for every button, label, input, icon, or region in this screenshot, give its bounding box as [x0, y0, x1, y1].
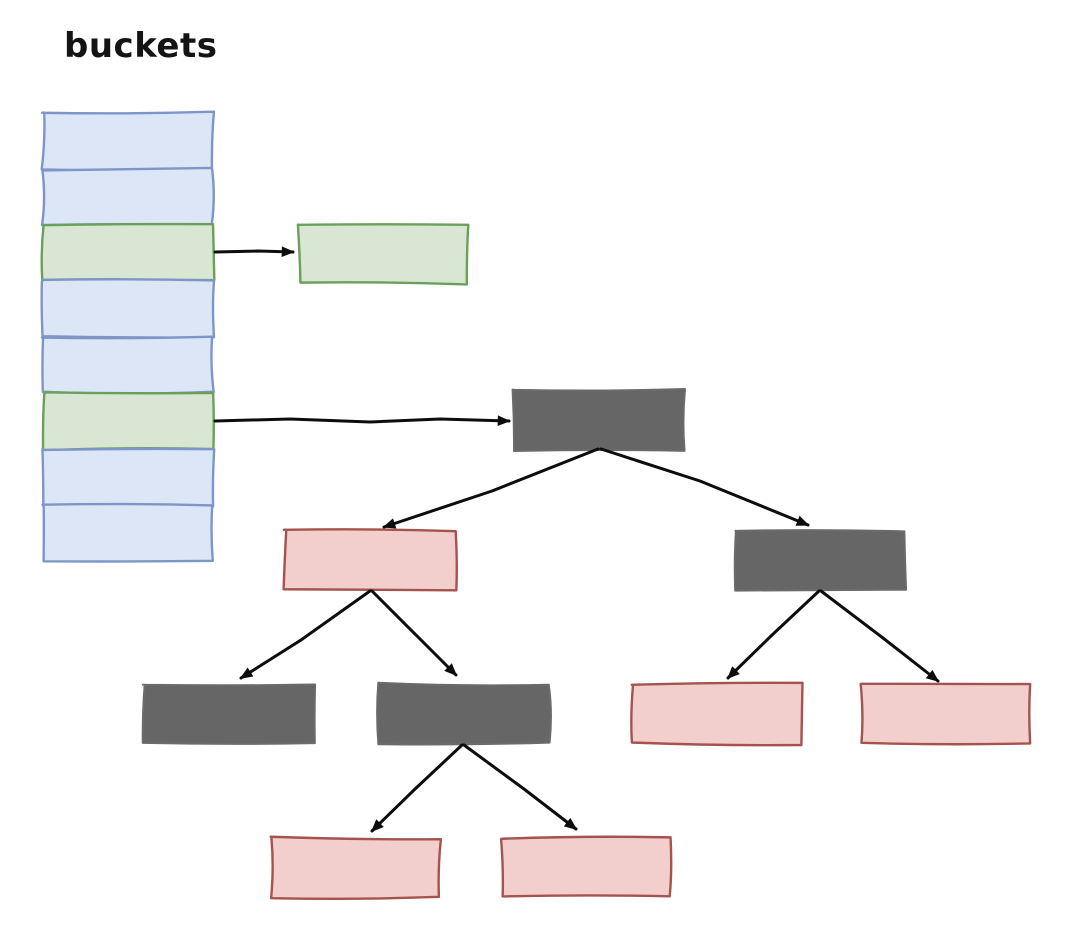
arrow-black-right-to-red-rr	[819, 589, 940, 683]
node-red-right-r	[859, 682, 1032, 746]
arrow-black-lr-to-red-br	[462, 743, 578, 831]
bucket-row-7-empty	[41, 502, 214, 563]
node-entry	[296, 223, 470, 286]
node-black-right	[733, 529, 908, 592]
bucket-row-5-occupied	[41, 391, 215, 452]
bucket-row-1-empty	[40, 166, 215, 227]
arrow-red-left-to-black-ll	[239, 589, 372, 680]
arrow-root-to-red-left	[382, 447, 600, 529]
bucket-row-4-empty	[40, 335, 215, 395]
arrow-black-right-to-red-rl	[726, 589, 821, 680]
bucket-row-0-empty	[40, 110, 216, 172]
node-red-bottom-r	[499, 835, 673, 898]
arrow-red-left-to-black-lr	[370, 589, 458, 677]
arrow-bucket5-to-root	[213, 415, 511, 427]
node-red-bottom-l	[269, 835, 443, 900]
bucket-row-6-empty	[41, 447, 216, 508]
bucket-row-3-empty	[40, 278, 216, 339]
diagram-title: buckets	[64, 26, 218, 66]
node-tree-root	[511, 388, 686, 452]
arrow-black-lr-to-red-bl	[370, 743, 464, 833]
arrow-root-to-black-right	[599, 447, 810, 527]
bucket-row-2-occupied	[40, 222, 216, 282]
node-red-left	[282, 528, 458, 592]
node-red-right-l	[630, 681, 804, 747]
node-black-left-r	[376, 681, 552, 746]
node-black-left-l	[141, 683, 317, 745]
arrow-bucket2-to-entry	[213, 246, 295, 258]
